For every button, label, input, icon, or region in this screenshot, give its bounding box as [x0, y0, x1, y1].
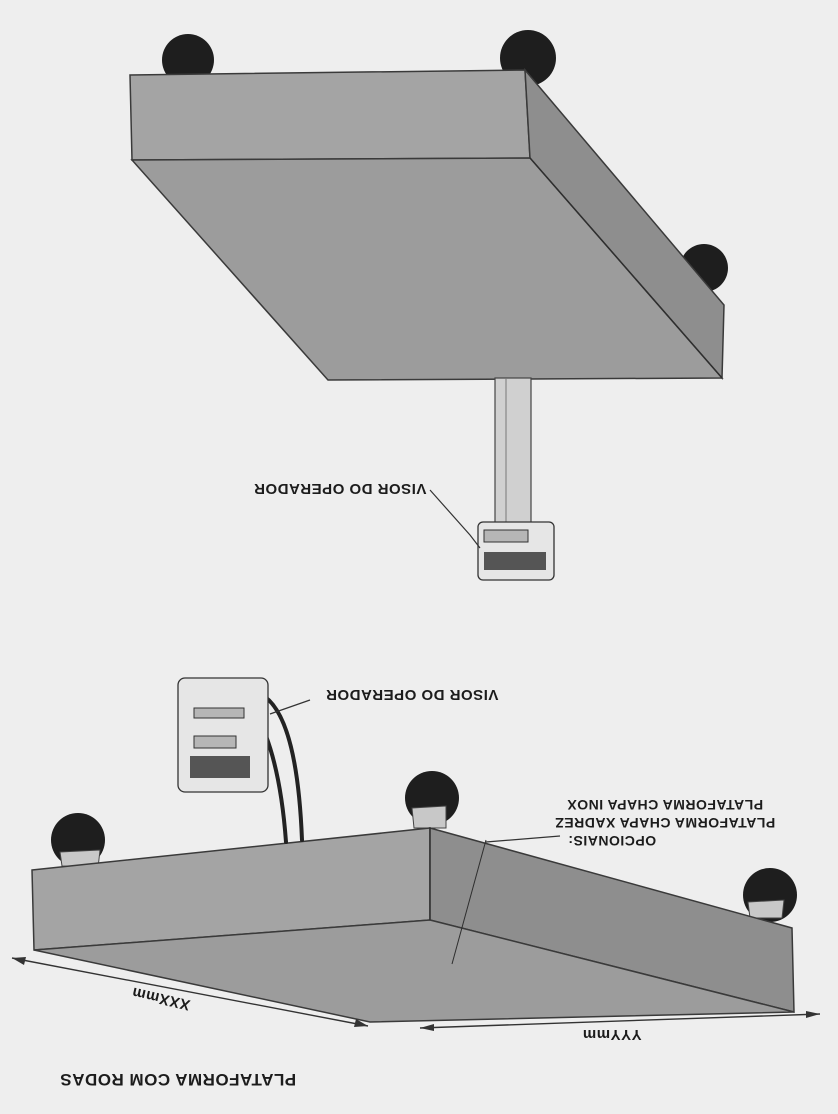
- option-stainless-label: PLATAFORMA CHAPA INOX: [567, 797, 763, 813]
- leader-operator-display-bottom: [269, 699, 311, 715]
- operator-display-label-bottom: VISOR DO OPERADOR: [326, 686, 499, 703]
- fork-middle: [411, 805, 447, 829]
- operator-display-pole-unit: [477, 521, 555, 581]
- pole-platform-drawing: [129, 30, 728, 581]
- leader-operator-display-top: [429, 489, 481, 549]
- optionals-heading: OPCIONAIS:: [568, 833, 656, 849]
- leader-optionals: [485, 835, 561, 843]
- operator-display-label-top: VISOR DO OPERADOR: [254, 480, 427, 497]
- cable-platform-top-surface: [33, 919, 795, 1023]
- display-pole: [494, 377, 532, 527]
- cable-platform-drawing: [11, 677, 821, 1031]
- wheel-top-left: [162, 34, 214, 86]
- dimension-width: [419, 1011, 821, 1031]
- diagram-title: PLATAFORMA COM RODAS: [60, 1070, 296, 1089]
- dimension-length: [11, 957, 369, 1027]
- option-checkered-label: PLATAFORMA CHAPA XADREZ: [555, 815, 775, 831]
- width-dimension-label: YYYmm: [582, 1026, 641, 1043]
- fork-right: [747, 899, 785, 919]
- pole-platform-front-face: [129, 69, 531, 161]
- length-dimension-label: XXXmm: [130, 983, 192, 1013]
- operator-display-cable-unit: [177, 677, 269, 793]
